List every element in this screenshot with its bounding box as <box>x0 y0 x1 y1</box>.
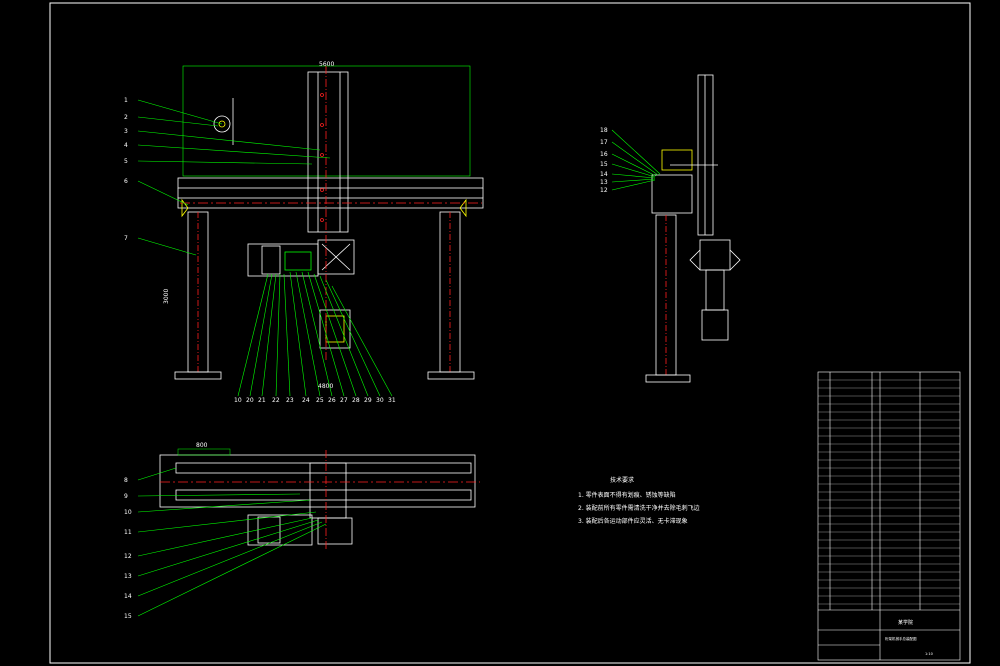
front-view-labels: 1 2 3 4 5 6 7 5600 3000 4800 10 20 21 22… <box>124 61 396 404</box>
balloon-15: 15 <box>600 161 608 168</box>
balloon-b23: 23 <box>286 397 294 404</box>
notes-title: 技术要求 <box>610 476 634 484</box>
balloon-16: 16 <box>600 151 608 158</box>
balloon-t13: 13 <box>124 573 132 580</box>
balloon-b31: 31 <box>388 397 396 404</box>
title-block-text: 某学院 桁架机械手总装配图 1:10 <box>885 619 933 656</box>
balloon-2: 2 <box>124 114 128 121</box>
drawing-title: 桁架机械手总装配图 <box>885 636 917 641</box>
balloon-t12: 12 <box>124 553 132 560</box>
company-name: 某学院 <box>898 619 913 626</box>
balloon-18: 18 <box>600 127 608 134</box>
dim-top-view: 800 <box>196 442 208 449</box>
balloon-10: 10 <box>124 509 132 516</box>
front-view <box>174 65 484 380</box>
balloon-13: 13 <box>600 179 608 186</box>
front-beam-holes <box>180 93 482 222</box>
balloon-b21: 21 <box>258 397 266 404</box>
balloon-b10: 10 <box>234 397 242 404</box>
balloon-11: 11 <box>124 529 132 536</box>
balloon-4: 4 <box>124 142 128 149</box>
top-view-labels: 8 9 10 11 12 13 14 15 800 <box>124 442 208 620</box>
balloon-b28: 28 <box>352 397 360 404</box>
balloon-t15: 15 <box>124 613 132 620</box>
balloon-b25: 25 <box>316 397 324 404</box>
note-3: 3. 装配后各运动部件应灵活、无卡滞现象 <box>578 517 688 525</box>
balloon-b26: 26 <box>328 397 336 404</box>
note-2: 2. 装配前所有零件需清洗干净并去除毛刺飞边 <box>578 504 700 512</box>
dim-top: 5600 <box>319 61 334 68</box>
drawing-scale: 1:10 <box>925 652 933 656</box>
side-view <box>645 74 741 383</box>
balloon-8: 8 <box>124 477 128 484</box>
balloon-b29: 29 <box>364 397 372 404</box>
top-view <box>159 448 480 550</box>
note-1: 1. 零件表面不得有划痕、锈蚀等缺陷 <box>578 491 676 499</box>
sheet-border <box>49 2 971 664</box>
balloon-b27: 27 <box>340 397 348 404</box>
side-view-leaders <box>611 129 661 191</box>
balloon-b24: 24 <box>302 397 310 404</box>
top-view-leaders <box>137 467 327 617</box>
balloon-1: 1 <box>124 97 128 104</box>
balloon-12: 12 <box>600 187 608 194</box>
dim-side: 3000 <box>163 289 170 304</box>
balloon-t14: 14 <box>124 593 132 600</box>
balloon-b30: 30 <box>376 397 384 404</box>
balloon-9: 9 <box>124 493 128 500</box>
balloon-3: 3 <box>124 128 128 135</box>
balloon-7: 7 <box>124 235 128 242</box>
side-view-labels: 18 17 16 15 14 13 12 <box>600 127 608 194</box>
balloon-b22: 22 <box>272 397 280 404</box>
balloon-6: 6 <box>124 178 128 185</box>
balloon-14: 14 <box>600 171 608 178</box>
balloon-5: 5 <box>124 158 128 165</box>
balloon-b20: 20 <box>246 397 254 404</box>
balloon-17: 17 <box>600 139 608 146</box>
front-view-leaders <box>137 99 393 397</box>
technical-notes: 技术要求 1. 零件表面不得有划痕、锈蚀等缺陷 2. 装配前所有零件需清洗干净并… <box>578 476 700 525</box>
dim-bottom: 4800 <box>318 383 333 390</box>
bom-rows <box>818 379 960 605</box>
